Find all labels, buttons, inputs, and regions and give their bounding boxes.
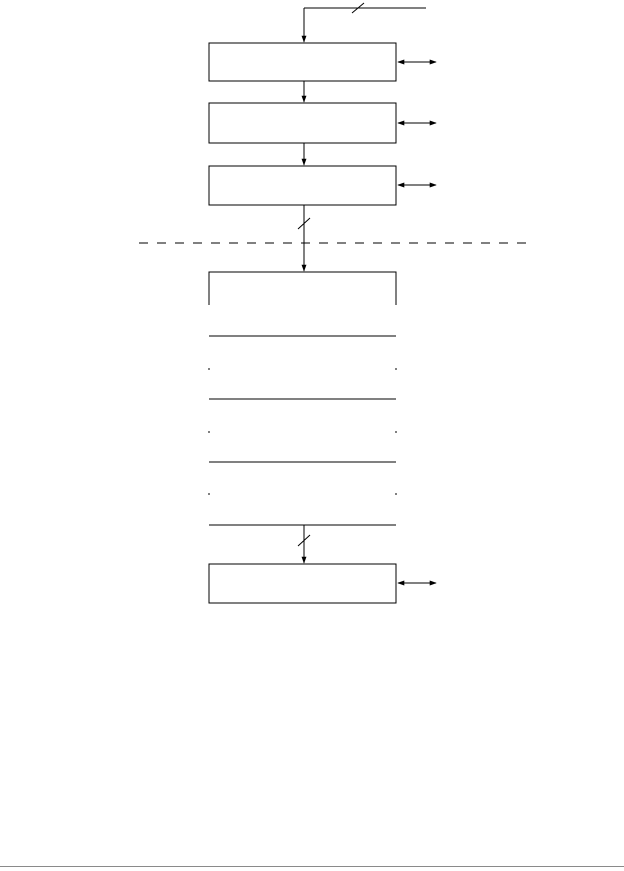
- block-1-box: [208, 42, 397, 82]
- bus-slash-upper: [297, 217, 311, 230]
- block-3-box: [208, 165, 397, 206]
- processing-block-1: [208, 42, 437, 82]
- bus-slash-lower: [297, 534, 311, 547]
- block-2-box: [208, 102, 397, 144]
- input-bus-slash: [351, 2, 365, 14]
- input-bus: [301, 2, 426, 43]
- stacked-blocks: [208, 271, 397, 526]
- processing-block-2: [208, 102, 437, 144]
- stack-top-box: [208, 271, 397, 307]
- output-block: [208, 563, 437, 604]
- output-block-box: [208, 563, 397, 604]
- processing-block-3: [208, 165, 437, 206]
- page-bottom-rule: [0, 866, 624, 867]
